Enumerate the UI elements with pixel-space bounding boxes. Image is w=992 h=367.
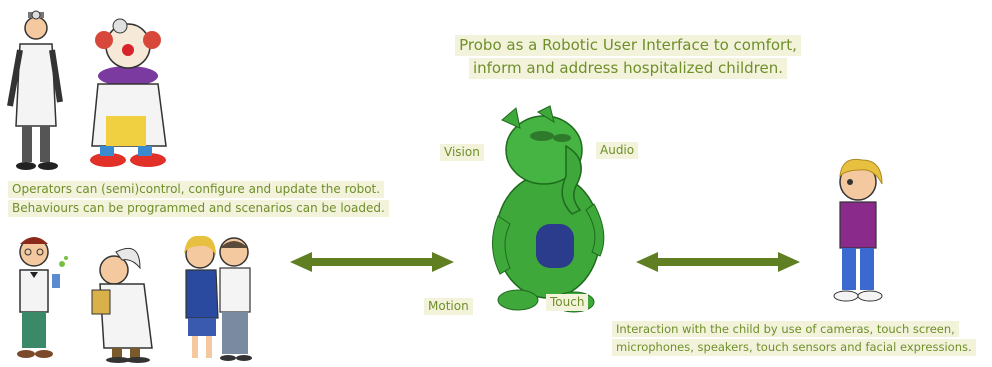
parents-illustration xyxy=(184,235,252,361)
audio-label: Audio xyxy=(596,142,639,159)
probo-robot-illustration xyxy=(492,105,605,313)
child-interaction-description: Interaction with the child by use of cam… xyxy=(612,320,976,357)
operators-line-2: Behaviours can be programmed and scenari… xyxy=(8,200,389,217)
operator-robot-arrow xyxy=(290,252,454,272)
operators-line-1: Operators can (semi)control, configure a… xyxy=(8,181,385,198)
title-line-2: inform and address hospitalized children… xyxy=(468,57,788,79)
title-line-1: Probo as a Robotic User Interface to com… xyxy=(455,35,801,56)
diagram-title: Probo as a Robotic User Interface to com… xyxy=(428,34,828,80)
operators-description: Operators can (semi)control, configure a… xyxy=(8,180,389,218)
motion-label: Motion xyxy=(424,298,473,315)
child-illustration xyxy=(833,158,883,302)
scientist-illustration xyxy=(91,248,153,363)
clown-doctor-illustration xyxy=(90,18,167,167)
doctor-illustration xyxy=(7,10,63,170)
boy-with-remote-illustration xyxy=(17,237,68,358)
child-line-1: Interaction with the child by use of cam… xyxy=(612,321,959,338)
vision-label: Vision xyxy=(440,144,484,161)
child-line-2: microphones, speakers, touch sensors and… xyxy=(612,339,976,356)
touch-label: Touch xyxy=(546,294,589,311)
robot-child-arrow xyxy=(636,252,800,272)
